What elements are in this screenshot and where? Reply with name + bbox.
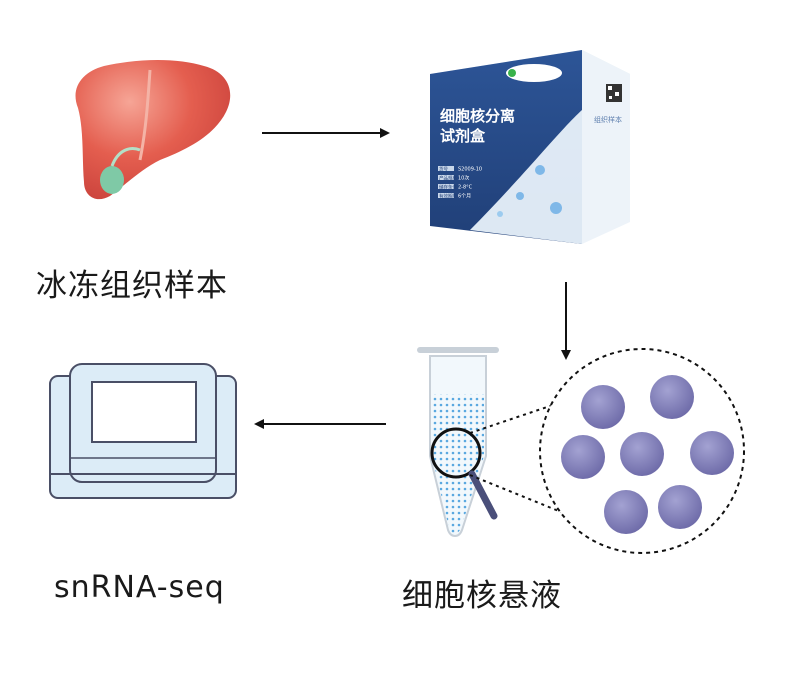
kit-spec-key-3: 有效期限 (439, 193, 457, 200)
magnifier-icon (430, 427, 498, 520)
kit-spec-value-1: 10次 (458, 175, 469, 182)
nucleus-icon (690, 431, 734, 475)
tube-icon (417, 347, 499, 537)
zoom-line-bottom (469, 474, 567, 515)
nuclei-label: 细胞核悬液 (402, 578, 562, 614)
nucleus-icon (604, 490, 648, 534)
zoom-line-top (469, 403, 557, 434)
liver-icon (75, 60, 231, 200)
kit-box-icon: 细胞核分离 试剂盒 组织样本 货号 产品规格 储存条件 有效期限 S2009-1… (430, 50, 630, 244)
kit-spec-key-1: 产品规格 (439, 175, 457, 182)
nucleus-icon (658, 485, 702, 529)
nucleus-icon (620, 432, 664, 476)
monitor-icon (49, 363, 237, 499)
kit-spec-value-3: 6个月 (458, 194, 471, 200)
kit-spec-key-0: 货号 (439, 166, 448, 173)
kit-spec-key-2: 储存条件 (439, 184, 457, 191)
seq-label: snRNA-seq (54, 570, 225, 605)
nucleus-icon (561, 435, 605, 479)
kit-side-text: 组织样本 (594, 115, 622, 124)
kit-title-line1: 细胞核分离 (440, 107, 515, 125)
kit-spec-value-2: 2-8°C (458, 185, 473, 191)
nucleus-icon (581, 385, 625, 429)
kit-title-line2: 试剂盒 (440, 127, 486, 145)
kit-spec-value-0: S2009-10 (458, 167, 482, 173)
nuclei-zoom-circle (539, 348, 745, 554)
tissue-label: 冰冻组织样本 (36, 268, 228, 304)
nucleus-icon (650, 375, 694, 419)
